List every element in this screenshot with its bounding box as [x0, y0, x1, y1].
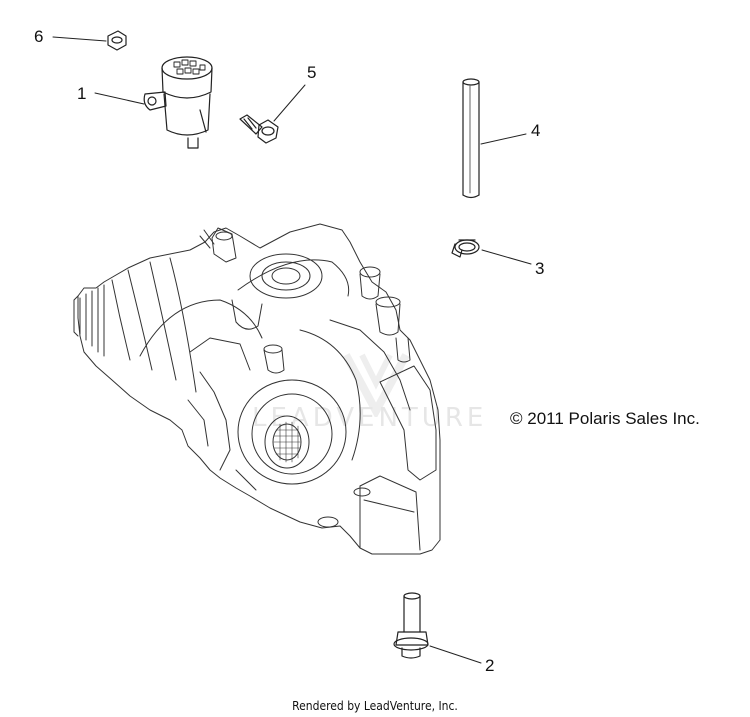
callout-5: 5	[307, 63, 317, 82]
reservoir-part	[143, 56, 213, 149]
bolt-part	[239, 114, 279, 144]
hose-part	[462, 78, 480, 199]
render-credit: Rendered by LeadVenture, Inc.	[292, 699, 458, 713]
gearcase-part	[73, 223, 441, 555]
leader-lines	[52, 36, 532, 664]
copyright-notice: © 2011 Polaris Sales Inc.	[510, 409, 700, 428]
leader-line-2	[429, 645, 482, 664]
callout-2: 2	[485, 656, 495, 675]
callout-4: 4	[531, 121, 541, 140]
callout-6: 6	[34, 27, 44, 46]
leader-line-6	[52, 36, 107, 42]
leader-line-5	[273, 84, 306, 122]
watermark-text: LEADVENTURE	[252, 403, 488, 433]
callout-3: 3	[535, 259, 545, 278]
flange-bolt-part	[393, 592, 429, 659]
clamp-part	[451, 239, 480, 258]
nut-part	[107, 30, 127, 51]
callout-1: 1	[77, 84, 87, 103]
leader-line-1	[94, 92, 145, 105]
leader-line-3	[481, 249, 532, 265]
leader-line-4	[480, 133, 527, 145]
